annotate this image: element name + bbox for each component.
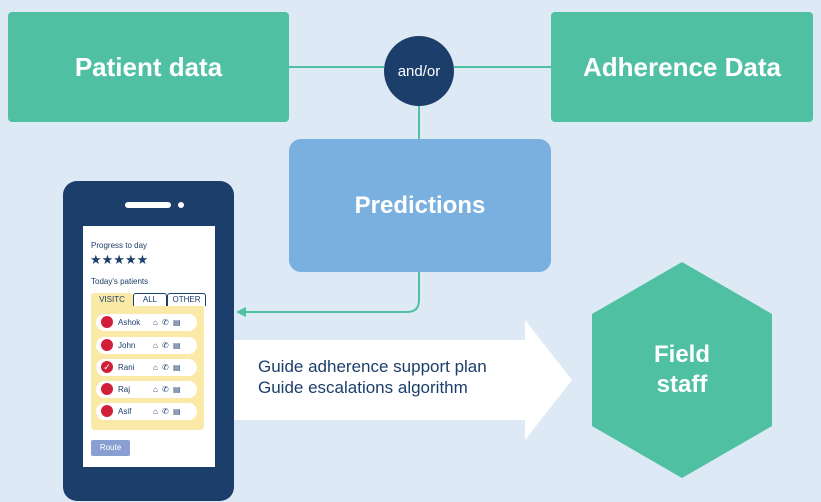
predictions-label: Predictions — [354, 191, 486, 219]
patient-action-icons[interactable]: ⌂ ✆ ▤ — [153, 318, 182, 327]
patient-action-icons[interactable]: ⌂ ✆ ▤ — [153, 385, 182, 394]
phone-speaker — [125, 202, 171, 208]
patient-action-icons[interactable]: ⌂ ✆ ▤ — [153, 363, 182, 372]
tab-other[interactable]: OTHER — [167, 293, 206, 306]
predictions-box: Predictions — [289, 139, 551, 272]
patient-row[interactable] — [96, 359, 197, 376]
field-staff-label: Field staff — [600, 340, 764, 400]
patient-action-icons[interactable]: ⌂ ✆ ▤ — [153, 407, 182, 416]
predictions-to-phone-line — [244, 272, 420, 313]
patient-name: Raj — [118, 385, 131, 394]
status-dot-icon — [101, 339, 113, 351]
patient-action-icons[interactable]: ⌂ ✆ ▤ — [153, 341, 182, 350]
patient-data-label: Patient data — [74, 51, 223, 82]
field-staff-line-1: Field — [653, 341, 710, 368]
guide-line-1: Guide adherence support plan — [258, 357, 487, 376]
arrowhead-left — [236, 307, 246, 317]
patient-name: Rani — [118, 363, 135, 372]
patient-name: John — [118, 341, 136, 350]
patient-row[interactable] — [96, 337, 197, 354]
and-or-node: and/or — [384, 36, 454, 106]
patient-data-box: Patient data — [8, 12, 289, 122]
progress-label: Progress to day — [91, 241, 148, 250]
field-staff-line-2: staff — [656, 371, 708, 398]
field-staff-hexagon — [592, 262, 772, 478]
tab-all[interactable]: ALL — [133, 293, 167, 306]
status-dot-icon — [101, 383, 113, 395]
guide-text: Guide adherence support plan Guide escal… — [258, 356, 487, 398]
tab-visitc[interactable]: VISITC — [91, 293, 133, 306]
route-button[interactable]: Route — [91, 440, 130, 456]
star-rating: ★★★★★ — [90, 252, 149, 267]
patient-row[interactable] — [96, 314, 197, 331]
patient-name: Ashok — [118, 318, 141, 327]
patient-name: Asif — [118, 407, 132, 416]
status-dot-icon — [101, 405, 113, 417]
and-or-label: and/or — [397, 62, 441, 80]
guide-arrow — [234, 320, 572, 440]
status-dot-icon — [101, 316, 113, 328]
patient-row[interactable] — [96, 381, 197, 398]
check-icon: ✓ — [101, 361, 113, 373]
patient-row[interactable] — [96, 403, 197, 420]
phone-camera — [178, 202, 184, 208]
todays-patients-label: Today's patients — [91, 277, 149, 286]
adherence-data-label: Adherence Data — [583, 51, 781, 82]
adherence-data-box: Adherence Data — [551, 12, 813, 122]
guide-line-2: Guide escalations algorithm — [258, 378, 468, 397]
